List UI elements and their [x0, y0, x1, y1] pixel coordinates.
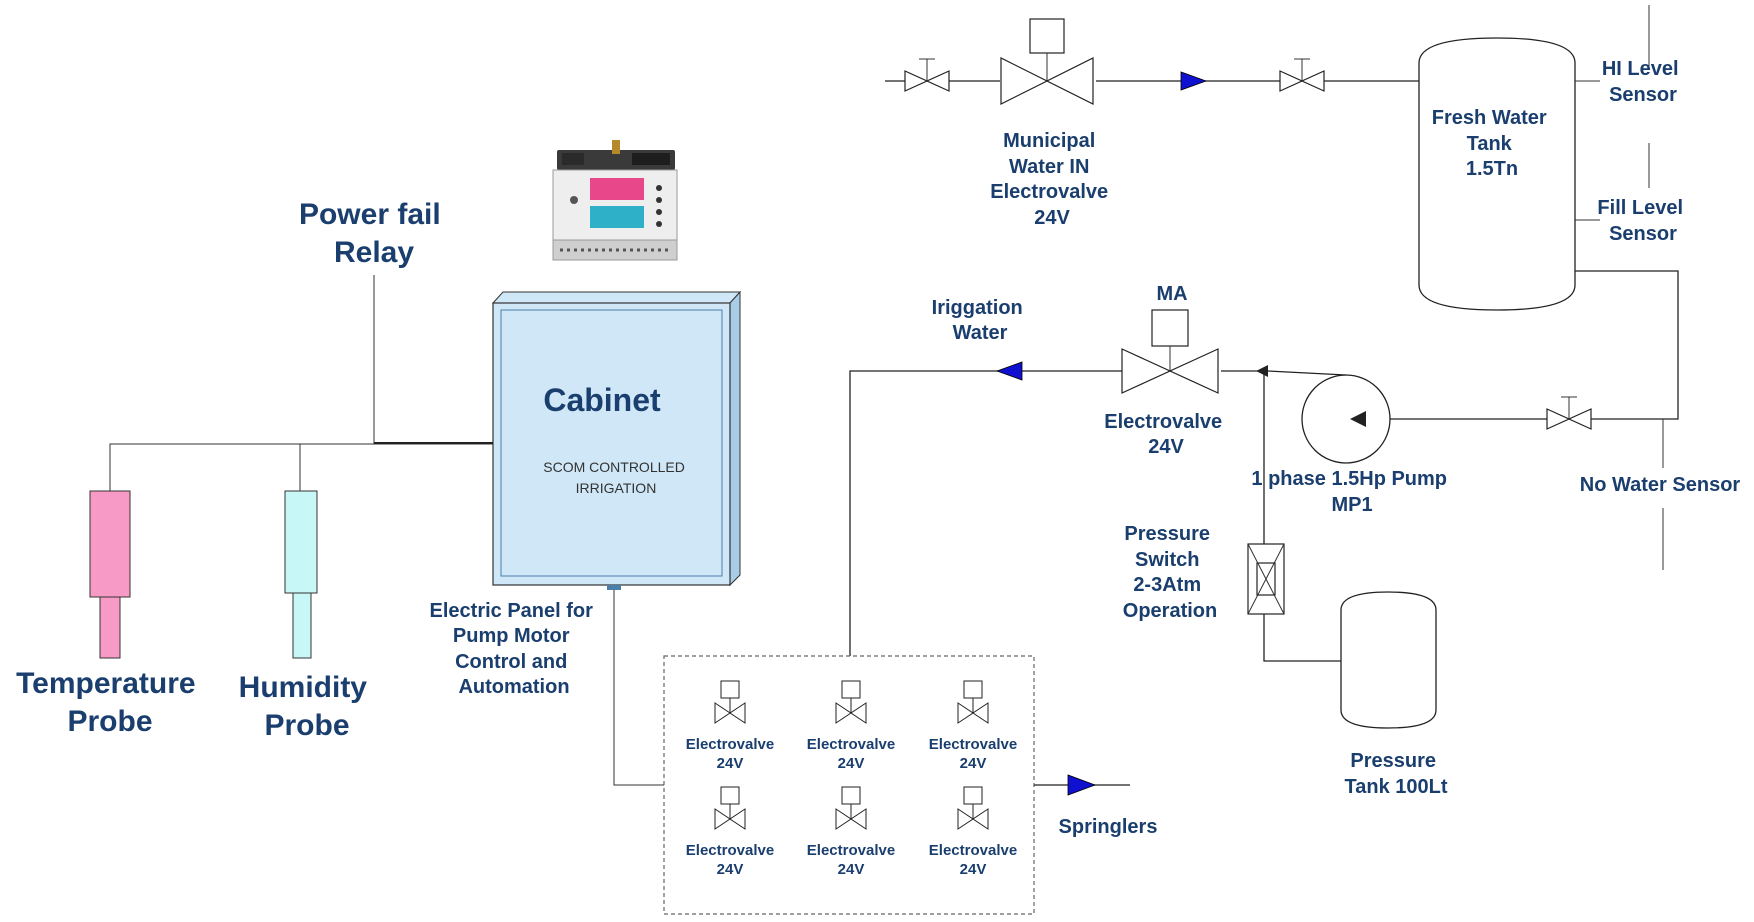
fresh-tank-label: Fresh Water Tank 1.5Tn — [1432, 107, 1552, 180]
irrigation-water-label: Iriggation Water — [932, 297, 1029, 344]
cabinet-subtitle: SCOM CONTROLLED IRRIGATION — [543, 459, 688, 496]
manual-valve-pump — [1546, 396, 1592, 430]
springlers-outlet — [1034, 774, 1130, 796]
main-valve-label: Electrovalve 24V — [1104, 411, 1227, 458]
temperature-probe — [89, 490, 131, 659]
ma-label: MA — [1156, 283, 1187, 305]
irrigation-water-line — [849, 361, 1122, 656]
sensor-wiring — [109, 275, 493, 491]
cabinet-title: Cabinet — [543, 382, 661, 418]
cabinet — [491, 290, 742, 587]
manual-valve-tank — [1279, 58, 1325, 92]
pressure-switch — [1247, 371, 1341, 662]
pump-discharge-line — [1221, 365, 1268, 377]
panel-wire — [607, 585, 664, 786]
municipal-valve-label: Municipal Water IN Electrovalve 24V — [990, 130, 1113, 229]
municipal-electrovalve — [1000, 18, 1094, 105]
flow-arrow-inlet — [1180, 71, 1208, 91]
temperature-probe-label: Temperature Probe — [16, 667, 204, 738]
no-water-label: No Water Sensor — [1580, 474, 1741, 496]
hi-level-label: HI Level Sensor — [1602, 58, 1684, 106]
hi-level-sensor — [1575, 5, 1650, 82]
scom-controller-module — [552, 140, 678, 261]
pressure-tank — [1340, 591, 1437, 729]
pressure-switch-label: Pressure Switch 2-3Atm Operation — [1123, 523, 1217, 622]
electric-panel-label: Electric Panel for Pump Motor Control an… — [430, 600, 599, 698]
springlers-label: Springlers — [1059, 816, 1158, 838]
tank-outlet-pipe — [1390, 270, 1679, 420]
fill-level-sensor — [1575, 143, 1650, 221]
pump-mp1 — [1267, 370, 1391, 464]
manual-valve-inlet — [904, 58, 950, 92]
main-electrovalve-ma — [1121, 309, 1219, 394]
humidity-probe — [284, 490, 318, 659]
power-fail-label: Power fail Relay — [299, 198, 449, 269]
pump-label: 1 phase 1.5Hp Pump MP1 — [1251, 468, 1452, 516]
fresh-water-tank — [1418, 37, 1576, 311]
fill-level-label: Fill Level Sensor — [1597, 197, 1688, 245]
humidity-probe-label: Humidity Probe — [239, 671, 376, 742]
pressure-tank-label: Pressure Tank 100Lt — [1345, 750, 1448, 798]
